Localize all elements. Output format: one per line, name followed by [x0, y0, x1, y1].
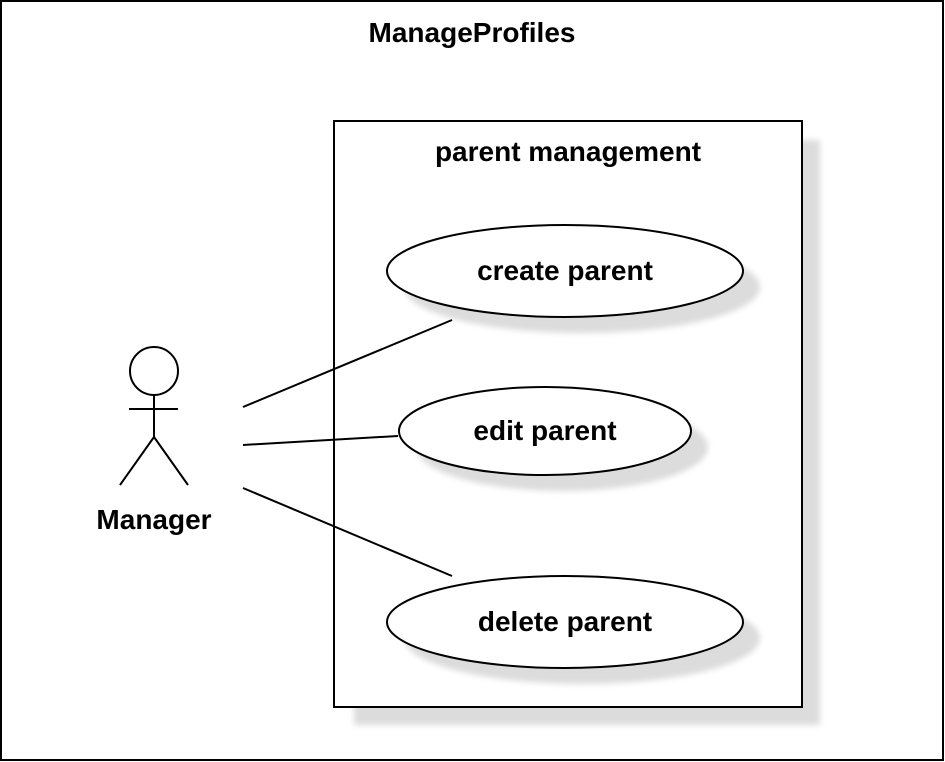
use-case-delete-parent	[386, 575, 744, 669]
actor-left-leg	[119, 436, 155, 486]
association-delete	[242, 487, 453, 577]
actor-label: Manager	[96, 504, 211, 535]
association-edit	[242, 435, 399, 446]
use-case-edit-label: edit parent	[473, 415, 616, 446]
actor-head	[129, 346, 179, 396]
diagram-title: ManageProfiles	[369, 17, 576, 48]
use-case-edit-parent	[398, 386, 692, 476]
boundary-label: parent management	[435, 136, 701, 167]
use-case-create-label: create parent	[477, 255, 653, 286]
use-case-delete-label: delete parent	[478, 606, 652, 637]
actor-right-leg	[153, 436, 189, 486]
actor-figure	[119, 346, 189, 486]
use-case-create-parent	[386, 224, 744, 318]
association-create	[242, 319, 453, 408]
